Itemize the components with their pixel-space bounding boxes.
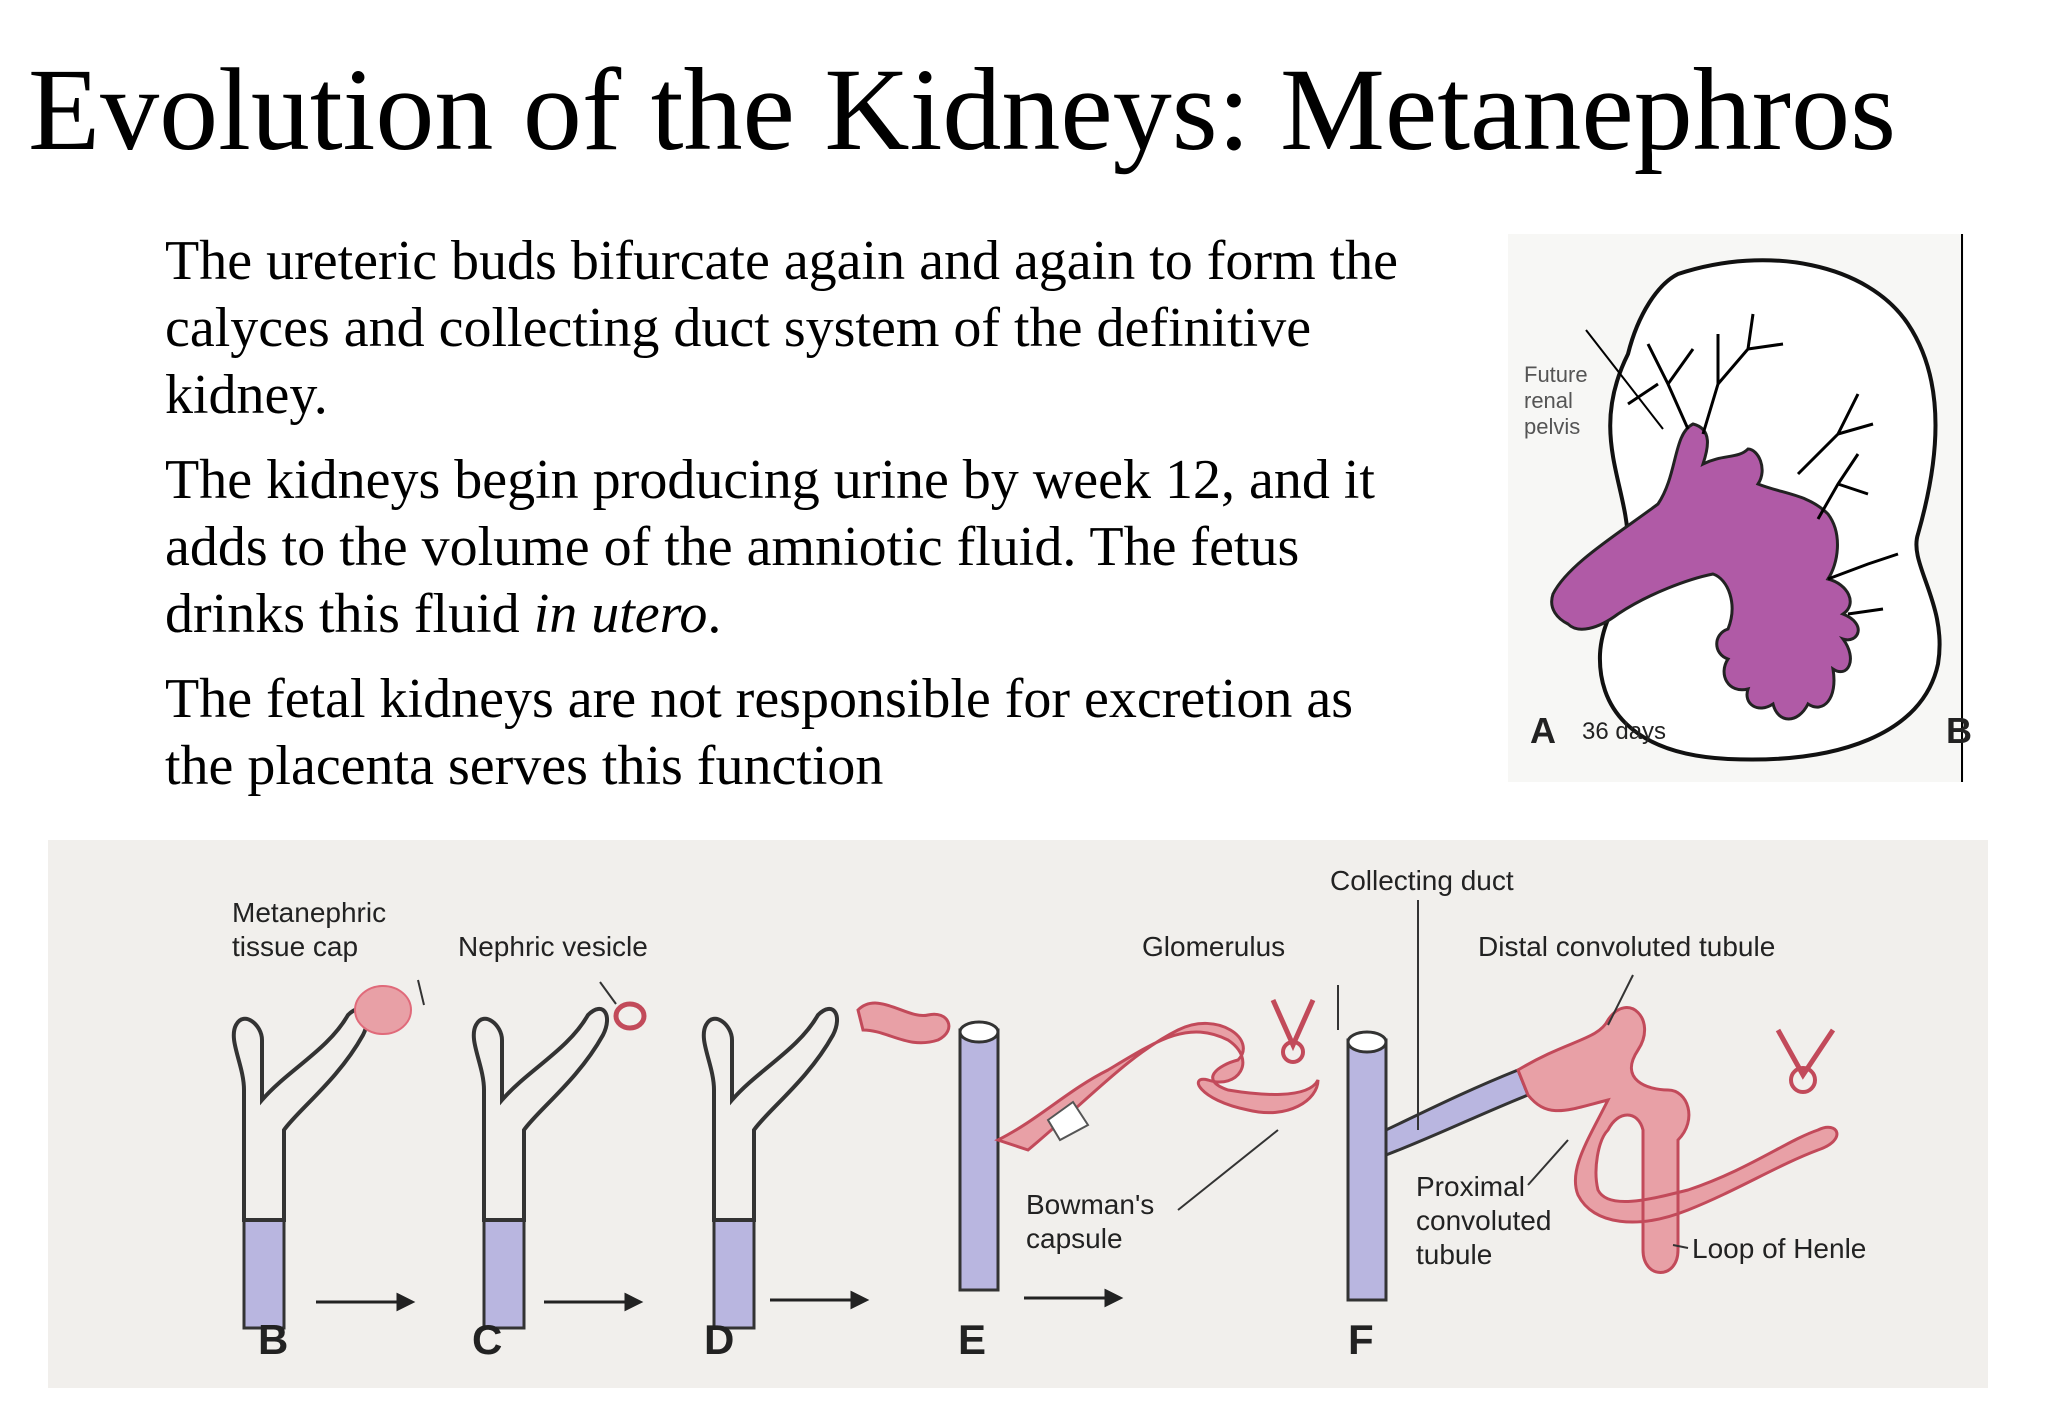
stage-e-nephron — [958, 998, 1320, 1292]
kidney-figure-a: Future renal pelvis A 36 days B — [1508, 234, 1972, 782]
stage-letter-e: E — [958, 1316, 987, 1363]
label-pelvis: pelvis — [1524, 414, 1581, 439]
stage-arrows — [316, 1288, 1124, 1312]
label-renal: renal — [1524, 388, 1573, 413]
stage-b-duct — [231, 985, 412, 1330]
bullet-2-text: The kidneys begin producing urine by wee… — [165, 449, 1375, 645]
leader-lines — [417, 900, 1689, 1249]
label-distal-tubule: Distal convoluted tubule — [1478, 931, 1776, 962]
stage-letter-d: D — [704, 1316, 735, 1363]
stage-letter-f: F — [1348, 1316, 1374, 1363]
label-nephric-vesicle: Nephric vesicle — [458, 931, 648, 962]
nephron-development-figure: Metanephric tissue cap Nephric vesicle G… — [48, 840, 1988, 1388]
label-36-days: 36 days — [1582, 718, 1667, 745]
label-capsule: capsule — [1026, 1223, 1123, 1254]
label-loop-of-henle: Loop of Henle — [1692, 1233, 1867, 1264]
stage-letter-c: C — [472, 1316, 503, 1363]
bullet-2: The kidneys begin producing urine by wee… — [165, 447, 1425, 648]
stage-letter-b: B — [258, 1316, 289, 1363]
stage-c-duct — [471, 981, 647, 1330]
bullet-3: The fetal kidneys are not responsible fo… — [165, 668, 1354, 797]
nephron-drawing — [231, 900, 1839, 1330]
label-metanephric: Metanephric — [232, 897, 387, 928]
label-future: Future — [1524, 362, 1588, 387]
bullet-1: The ureteric buds bifurcate again and ag… — [165, 230, 1399, 426]
bullet-list: The ureteric buds bifurcate again and ag… — [165, 228, 1425, 818]
bullet-2-end: . — [707, 583, 722, 645]
bullet-2-italic: in utero — [533, 583, 708, 645]
slide-title: Evolution of the Kidneys: Metanephros — [28, 44, 1897, 175]
figure-a-letter: A — [1530, 710, 1556, 751]
stage-d-duct — [701, 1001, 951, 1330]
label-glomerulus: Glomerulus — [1142, 931, 1286, 962]
label-bowmans: Bowman's — [1026, 1189, 1155, 1220]
label-tubule: tubule — [1416, 1239, 1493, 1270]
label-collecting-duct: Collecting duct — [1330, 865, 1514, 896]
kidney-drawing — [1550, 234, 1963, 782]
label-proximal: Proximal — [1416, 1171, 1525, 1202]
label-convoluted: convoluted — [1416, 1205, 1552, 1236]
stage-f-nephron — [1346, 1006, 1839, 1302]
figure-a-edge-letter: B — [1946, 710, 1972, 751]
label-tissue-cap: tissue cap — [232, 931, 359, 962]
